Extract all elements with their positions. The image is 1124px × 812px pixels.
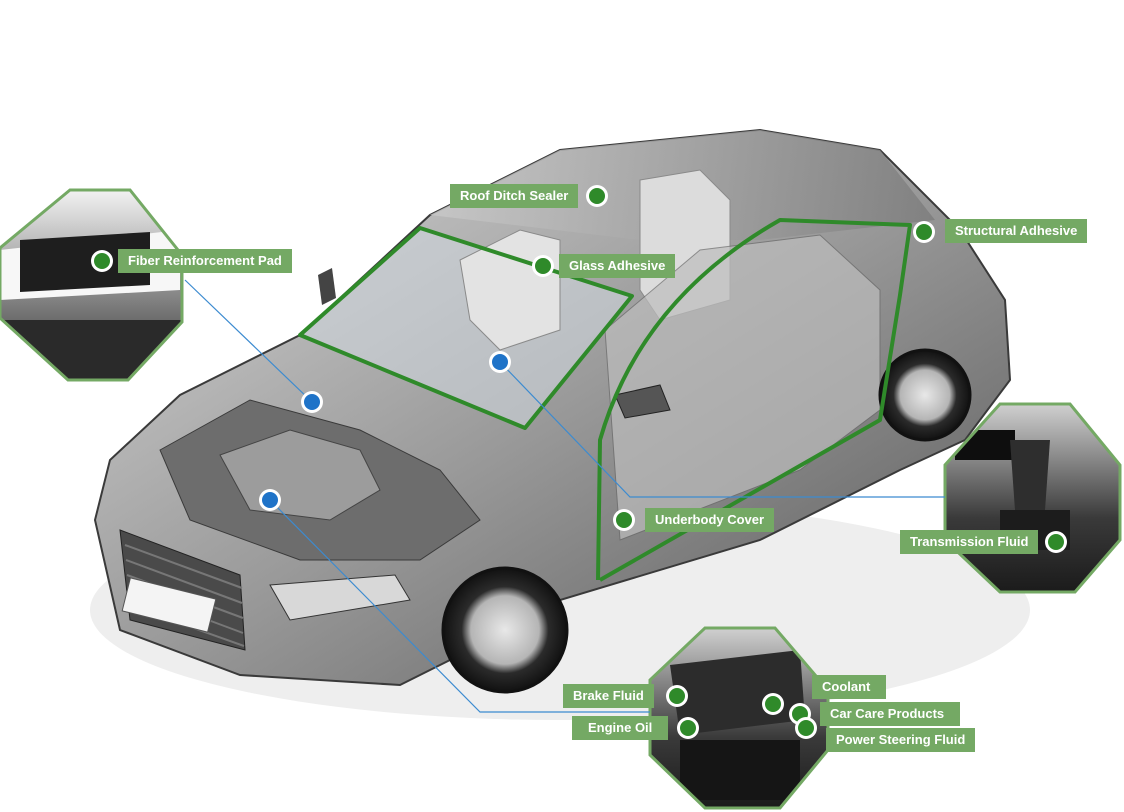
inset-hood-photo: [0, 190, 182, 380]
front-grille: [119, 529, 246, 651]
label-underbody-cover[interactable]: Underbody Cover: [645, 508, 775, 532]
label-fiber-reinforcement-pad[interactable]: Fiber Reinforcement Pad: [118, 249, 292, 273]
license-plate: [121, 577, 217, 633]
label-roof-ditch-sealer[interactable]: Roof Ditch Sealer: [450, 184, 579, 208]
side-mirror: [614, 384, 671, 419]
label-structural-adhesive[interactable]: Structural Adhesive: [945, 219, 1088, 243]
label-glass-adhesive[interactable]: Glass Adhesive: [559, 254, 676, 278]
label-coolant[interactable]: Coolant: [812, 675, 887, 699]
rear-wheel: [878, 348, 972, 442]
front-wheel: [441, 566, 569, 694]
glass-adhesive-outline: [298, 226, 634, 430]
structural-adhesive-outline: [596, 218, 912, 582]
label-engine-oil[interactable]: Engine Oil: [572, 716, 669, 740]
left-mirror: [318, 268, 336, 305]
inset-gearshift-frame: [943, 402, 1122, 594]
headlight: [269, 574, 411, 621]
leader-engine: [269, 499, 650, 713]
label-car-care-products[interactable]: Car Care Products: [820, 702, 961, 726]
inset-gearshift-photo: [945, 404, 1120, 592]
blue-dot-marker-icon: [259, 351, 511, 511]
leader-fiber-pad: [184, 279, 313, 403]
label-power-steering-fluid[interactable]: Power Steering Fluid: [826, 728, 976, 752]
inset-hood-frame: [0, 188, 184, 382]
label-brake-fluid[interactable]: Brake Fluid: [563, 684, 654, 708]
leader-transmission: [499, 361, 945, 498]
label-transmission-fluid[interactable]: Transmission Fluid: [900, 530, 1039, 554]
green-dot-marker-icon: [91, 185, 1067, 739]
